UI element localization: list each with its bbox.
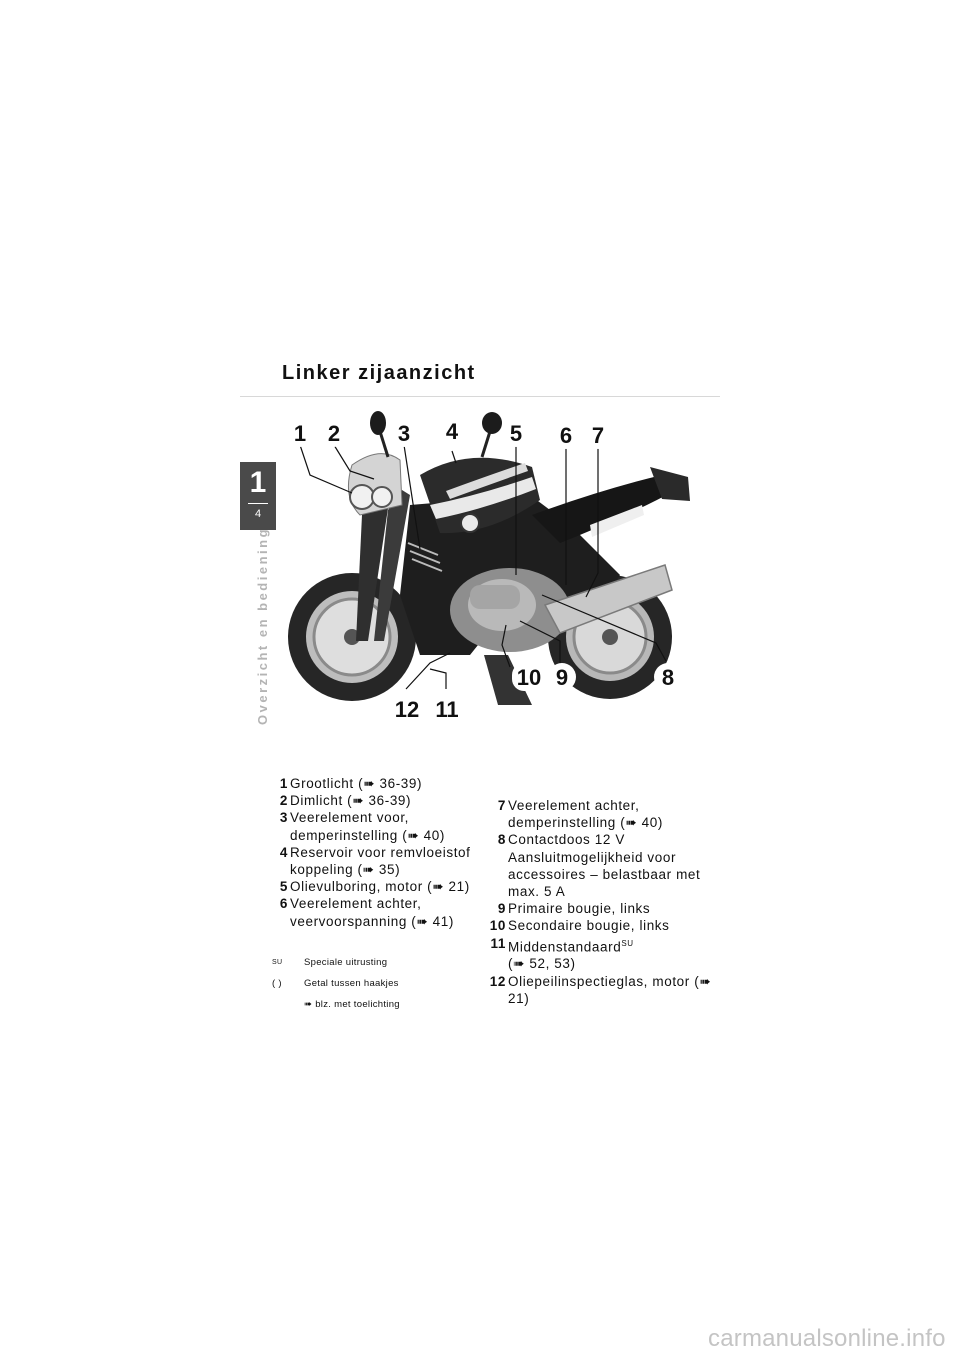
legend-text: Reservoir voor remvloeistof koppeling (➠…	[290, 844, 471, 878]
legend-number: 3	[279, 810, 288, 826]
callout-11: 11	[435, 697, 458, 722]
legend-text-ref: (➠ 52, 53)	[508, 956, 576, 972]
legend-text: Primaire bougie, links	[508, 901, 651, 917]
callout-8: 8	[662, 665, 674, 690]
legend-number: 7	[497, 798, 506, 813]
notes: SU Speciale uitrusting ( ) Getal tussen ha…	[272, 952, 400, 1015]
callout-3: 3	[398, 421, 410, 446]
legend-number: 12	[489, 973, 506, 989]
note-symbol: SU	[272, 959, 283, 966]
note-row: ( ) Getal tussen haakjes	[272, 973, 400, 994]
legend-number: 2	[279, 793, 288, 809]
callout-5: 5	[510, 421, 522, 446]
callout-12: 12	[395, 697, 419, 722]
note-symbol: ( )	[272, 978, 282, 989]
chapter-divider	[248, 503, 268, 504]
callout-6: 6	[560, 423, 572, 448]
note-text: ➠ blz. met toelichting	[304, 999, 400, 1010]
callout-4: 4	[446, 419, 459, 444]
legend-text: MiddenstandaardSU (➠ 52, 53)	[506, 935, 634, 973]
legend-text-main: Middenstandaard	[508, 939, 622, 955]
motorcycle-illustration: 1 2 3 4 5 6 7 8 9 10 11 12	[286, 411, 690, 723]
note-text: Getal tussen haakjes	[304, 978, 399, 989]
legend-text: Contactdoos 12 V Aansluitmogelijkheid vo…	[508, 832, 701, 900]
callout-10: 10	[517, 665, 541, 690]
watermark: carmanualsonline.info	[708, 1325, 946, 1352]
legend-number: 11	[490, 935, 506, 951]
legend-text: Grootlicht (➠ 36-39)	[290, 776, 423, 791]
callout-2: 2	[328, 421, 340, 446]
callout-7: 7	[592, 423, 604, 448]
legend-text: Dimlicht (➠ 36-39)	[290, 793, 412, 809]
legend-text: Secondaire bougie, links	[508, 918, 670, 934]
chapter-tab: 1 4	[240, 462, 276, 530]
note-row: SU Speciale uitrusting	[272, 952, 400, 973]
legend-number: 10	[489, 918, 506, 934]
legend-number: 4	[279, 844, 288, 860]
motorcycle-photo: 1 2 3 4 5 6 7 8 9 10 11 12	[270, 405, 720, 745]
page-number: 4	[254, 508, 262, 520]
legend-text: Veerelement achter, demperinstelling (➠ …	[508, 798, 663, 831]
note-symbol	[272, 994, 304, 1015]
callout-1: 1	[294, 421, 306, 446]
legend-text: Olievulboring, motor (➠ 21)	[290, 879, 470, 895]
callout-9: 9	[556, 665, 568, 690]
legend-text: Veerelement achter, veervoorspanning (➠ …	[290, 896, 454, 929]
page-title: Linker zijaanzicht	[282, 362, 476, 384]
legend-text: Oliepeilinspectieglas, motor (➠ 21)	[508, 973, 712, 1006]
legend-number: 9	[497, 901, 506, 917]
legend-number: 5	[279, 879, 288, 895]
chapter-number: 1	[249, 466, 267, 499]
note-row: ➠ blz. met toelichting	[272, 994, 400, 1015]
note-text: Speciale uitrusting	[304, 957, 388, 968]
superscript-su: SU	[621, 938, 634, 948]
legend-number: 6	[279, 896, 288, 912]
legend-number: 1	[279, 776, 288, 791]
title-rule	[240, 396, 720, 397]
legend-number: 8	[497, 832, 506, 848]
legend-text: Veerelement voor, demperinstelling (➠ 40…	[290, 810, 445, 843]
side-chapter-title: Overzicht en bediening	[255, 526, 270, 725]
